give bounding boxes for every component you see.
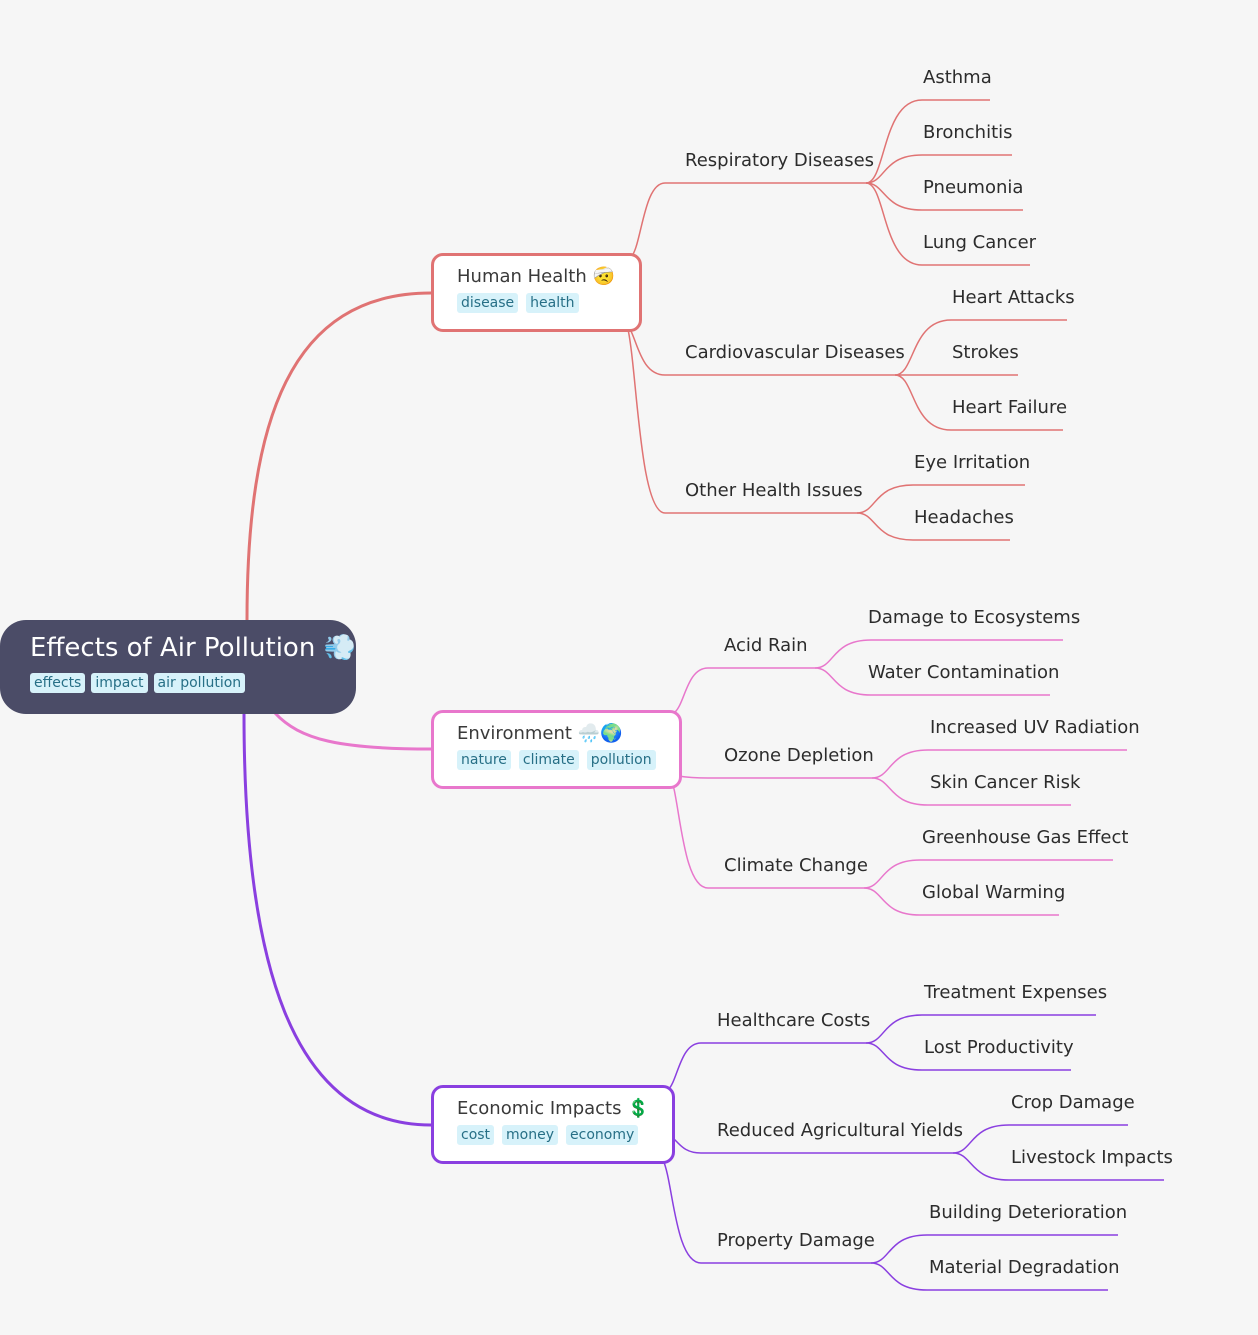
connector-leaf-agricultural-0 xyxy=(952,1124,1128,1154)
leaf-pneumonia[interactable]: Pneumonia xyxy=(923,177,1024,198)
branch-title: Environment 🌧️🌍 xyxy=(457,721,679,747)
connector-topic-respiratory xyxy=(631,182,866,257)
connector-leaf-property-1 xyxy=(870,1262,1108,1291)
connector-root-environment xyxy=(273,711,432,751)
leaf-greenhouse-gas-effect[interactable]: Greenhouse Gas Effect xyxy=(922,827,1129,848)
root-tags: effects impact air pollution xyxy=(30,673,356,693)
rain-globe-emoji-icon: 🌧️🌍 xyxy=(577,723,623,744)
tag-effects: effects xyxy=(30,673,86,693)
tag-money: money xyxy=(502,1125,559,1145)
leaf-crop-damage[interactable]: Crop Damage xyxy=(1011,1092,1135,1113)
leaf-livestock-impacts[interactable]: Livestock Impacts xyxy=(1011,1147,1173,1168)
branch-title-text: Economic Impacts xyxy=(457,1098,622,1119)
topic-respiratory-diseases[interactable]: Respiratory Diseases xyxy=(685,150,875,171)
leaf-material-degradation[interactable]: Material Degradation xyxy=(929,1257,1120,1278)
branch-title-text: Human Health xyxy=(457,266,587,287)
root-node[interactable]: Effects of Air Pollution 💨 effects impac… xyxy=(0,620,356,714)
topic-cardiovascular-diseases[interactable]: Cardiovascular Diseases xyxy=(685,342,905,363)
tag-impact: impact xyxy=(91,673,148,693)
connector-leaf-healthcare-1 xyxy=(865,1042,1071,1071)
branch-tags: cost money economy xyxy=(457,1125,672,1145)
topic-acid-rain[interactable]: Acid Rain xyxy=(724,635,808,656)
tag-cost: cost xyxy=(457,1125,495,1145)
branch-title-text: Environment xyxy=(457,723,572,744)
connector-topic-other-health xyxy=(626,324,857,514)
branch-environment[interactable]: Environment 🌧️🌍 nature climate pollution xyxy=(431,710,682,789)
connector-topic-acid-rain xyxy=(674,667,815,713)
branch-title: Economic Impacts 💲 xyxy=(457,1096,672,1122)
connector-leaf-agricultural-1 xyxy=(952,1152,1164,1181)
connector-leaf-acid-rain-0 xyxy=(814,639,1063,669)
leaf-treatment-expenses[interactable]: Treatment Expenses xyxy=(924,982,1108,1003)
topic-climate-change[interactable]: Climate Change xyxy=(724,855,868,876)
branch-tags: disease health xyxy=(457,293,639,313)
tag-nature: nature xyxy=(457,750,511,770)
connector-leaf-property-0 xyxy=(870,1234,1118,1264)
connector-leaf-other-health-0 xyxy=(856,484,1025,514)
connector-leaf-ozone-1 xyxy=(871,777,1071,806)
connector-root-human-health xyxy=(245,291,432,621)
leaf-skin-cancer-risk[interactable]: Skin Cancer Risk xyxy=(930,772,1081,793)
leaf-eye-irritation[interactable]: Eye Irritation xyxy=(914,452,1031,473)
topic-property-damage[interactable]: Property Damage xyxy=(717,1230,875,1251)
leaf-increased-uv-radiation[interactable]: Increased UV Radiation xyxy=(930,717,1140,738)
connector-leaf-acid-rain-1 xyxy=(814,667,1050,696)
tag-pollution: pollution xyxy=(586,750,656,770)
leaf-building-deterioration[interactable]: Building Deterioration xyxy=(929,1202,1128,1223)
connector-leaf-respiratory-3 xyxy=(865,182,1030,266)
connector-leaf-ozone-0 xyxy=(871,749,1127,779)
branch-human-health[interactable]: Human Health 🤕 disease health xyxy=(431,253,642,332)
tag-health: health xyxy=(526,293,579,313)
wind-emoji-icon: 💨 xyxy=(323,633,356,663)
leaf-heart-failure[interactable]: Heart Failure xyxy=(952,397,1068,418)
connector-topic-ozone xyxy=(669,774,872,779)
leaf-lung-cancer[interactable]: Lung Cancer xyxy=(923,232,1037,253)
tag-climate: climate xyxy=(518,750,579,770)
tag-disease: disease xyxy=(457,293,519,313)
connector-leaf-climate-0 xyxy=(863,859,1113,889)
leaf-asthma[interactable]: Asthma xyxy=(923,67,992,88)
connector-root-economic-impacts xyxy=(242,713,432,1127)
tag-economy: economy xyxy=(566,1125,639,1145)
branch-title: Human Health 🤕 xyxy=(457,264,639,290)
connector-leaf-respiratory-0 xyxy=(865,99,990,184)
connector-leaf-respiratory-1 xyxy=(865,154,1012,184)
connector-leaf-other-health-1 xyxy=(856,512,1010,541)
topic-ozone-depletion[interactable]: Ozone Depletion xyxy=(724,745,874,766)
root-title: Effects of Air Pollution 💨 xyxy=(30,632,356,664)
topic-healthcare-costs[interactable]: Healthcare Costs xyxy=(717,1010,871,1031)
leaf-water-contamination[interactable]: Water Contamination xyxy=(868,662,1060,683)
leaf-strokes[interactable]: Strokes xyxy=(952,342,1019,363)
connector-leaf-respiratory-2 xyxy=(865,182,1023,211)
leaf-lost-productivity[interactable]: Lost Productivity xyxy=(924,1037,1074,1058)
topic-reduced-agricultural-yields[interactable]: Reduced Agricultural Yields xyxy=(717,1120,964,1141)
root-title-text: Effects of Air Pollution xyxy=(30,633,316,663)
tag-air-pollution: air pollution xyxy=(153,673,246,693)
connector-leaf-cardiovascular-2 xyxy=(894,374,1063,431)
leaf-headaches[interactable]: Headaches xyxy=(914,507,1014,528)
leaf-global-warming[interactable]: Global Warming xyxy=(922,882,1066,903)
injured-face-emoji-icon: 🤕 xyxy=(592,266,615,287)
leaf-heart-attacks[interactable]: Heart Attacks xyxy=(952,287,1075,308)
leaf-damage-to-ecosystems[interactable]: Damage to Ecosystems xyxy=(868,607,1081,628)
connector-topic-healthcare xyxy=(667,1042,866,1091)
connector-leaf-healthcare-0 xyxy=(865,1014,1096,1044)
connector-leaf-climate-1 xyxy=(863,887,1059,916)
leaf-bronchitis[interactable]: Bronchitis xyxy=(923,122,1013,143)
topic-other-health-issues[interactable]: Other Health Issues xyxy=(685,480,863,501)
dollar-sign-icon: 💲 xyxy=(627,1098,650,1119)
branch-tags: nature climate pollution xyxy=(457,750,679,770)
connector-topic-property xyxy=(662,1159,871,1264)
connector-leaf-cardiovascular-0 xyxy=(894,319,1067,376)
branch-economic-impacts[interactable]: Economic Impacts 💲 cost money economy xyxy=(431,1085,675,1164)
